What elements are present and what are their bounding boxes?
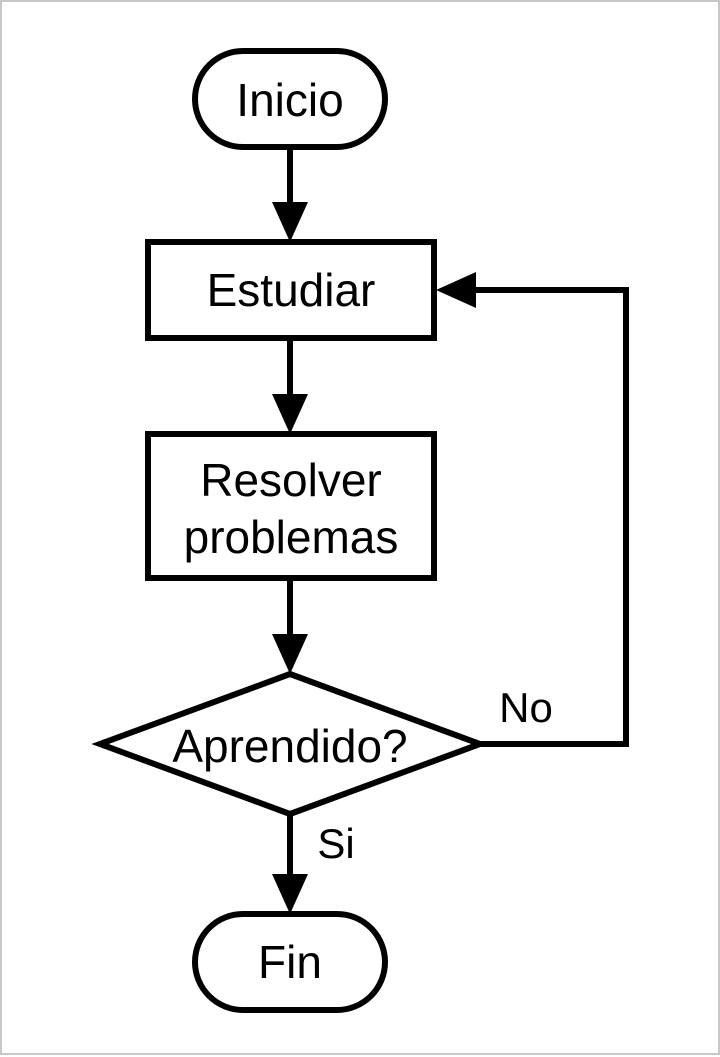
edge-decision-to-study-loop bbox=[468, 287, 629, 747]
study-process-box bbox=[145, 239, 437, 341]
start-label: Inicio bbox=[236, 74, 343, 126]
decision-diamond-shape bbox=[91, 670, 489, 818]
edge-label-no: No bbox=[499, 684, 553, 731]
arrowhead-end-top bbox=[272, 874, 308, 914]
end-terminator-shape bbox=[192, 911, 388, 1013]
solve-label-line1: Resolver bbox=[200, 454, 382, 506]
arrowhead-study-top bbox=[272, 202, 308, 242]
start-terminator-shape bbox=[192, 48, 388, 150]
node-decision: Aprendido? bbox=[91, 670, 489, 818]
solve-label-line2: problemas bbox=[184, 511, 399, 563]
decision-label: Aprendido? bbox=[172, 720, 407, 772]
solve-process-box bbox=[145, 431, 437, 581]
arrowhead-decision-top bbox=[272, 634, 308, 674]
edges bbox=[272, 150, 629, 914]
node-study: Estudiar bbox=[145, 239, 437, 341]
node-solve: Resolver problemas bbox=[145, 431, 437, 581]
arrowhead-study-right bbox=[436, 272, 476, 308]
node-start: Inicio bbox=[192, 48, 388, 150]
study-label: Estudiar bbox=[207, 264, 376, 316]
end-label: Fin bbox=[258, 936, 322, 988]
edge-label-si: Si bbox=[317, 820, 354, 867]
arrowhead-solve-top bbox=[272, 394, 308, 434]
node-end: Fin bbox=[192, 911, 388, 1013]
